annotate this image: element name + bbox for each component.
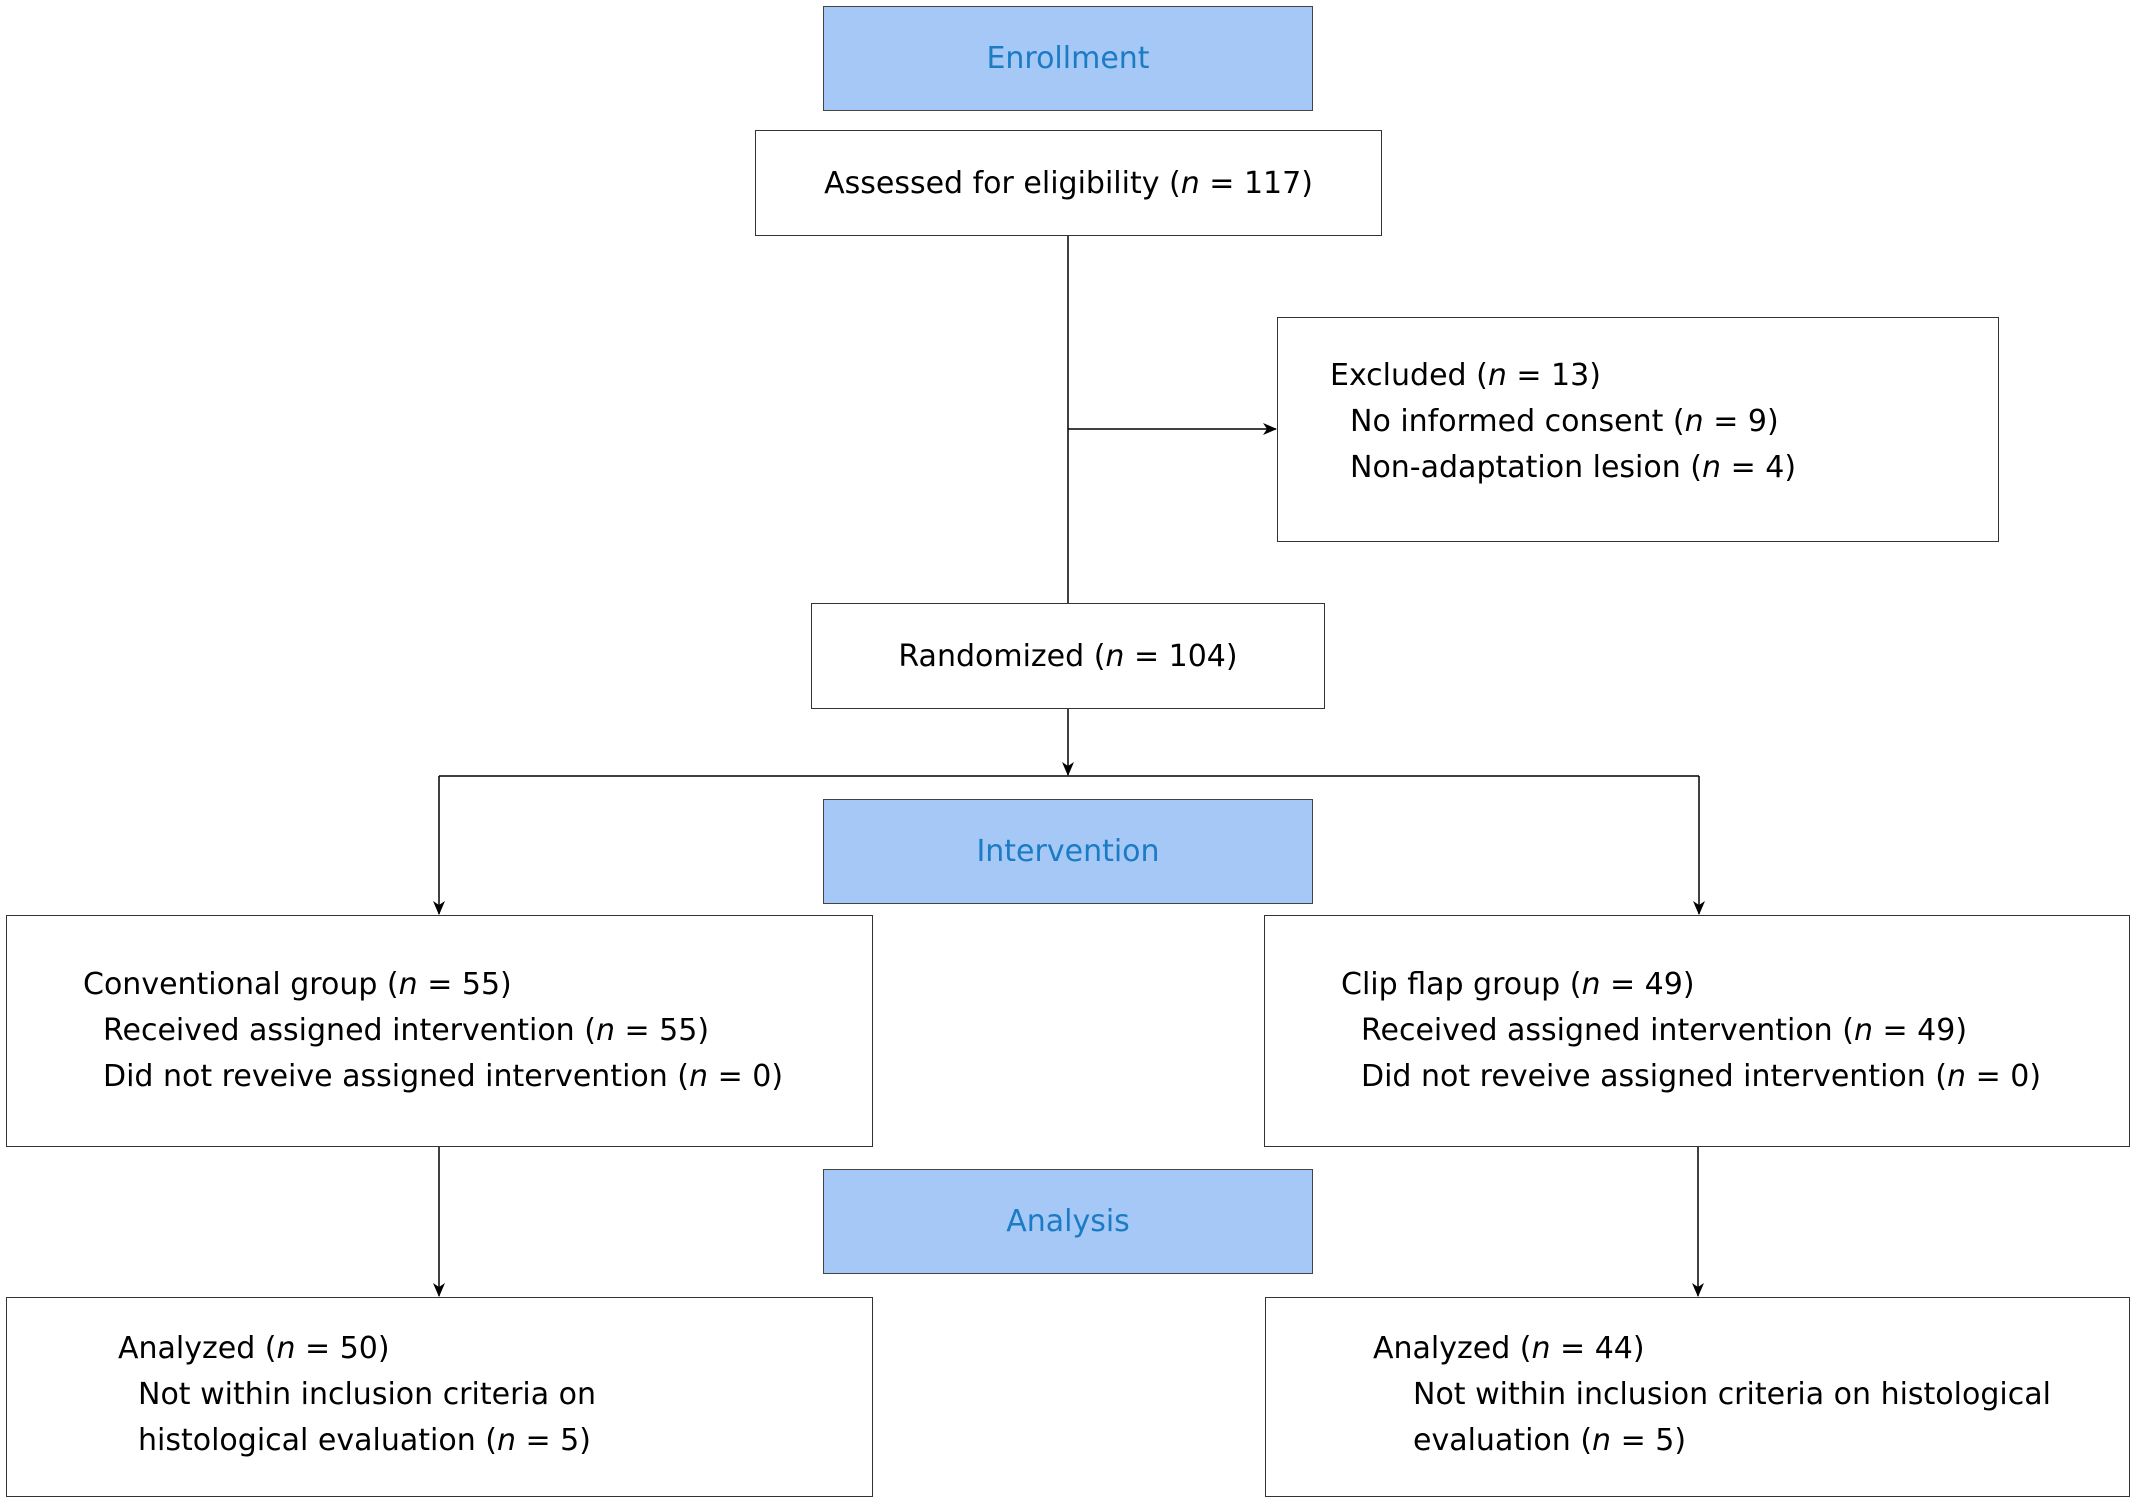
n-symbol: n — [1702, 450, 1722, 485]
randomized-box: Randomized (n = 104) — [811, 603, 1325, 709]
conventional-not-received: Did not reveive assigned intervention (n… — [103, 1059, 784, 1094]
intervention-label: Intervention — [976, 834, 1160, 869]
n-symbol: n — [1180, 165, 1200, 201]
n-symbol: n — [1531, 1331, 1551, 1366]
analyzed-conventional-excluded: Not within inclusion criteria on histolo… — [138, 1377, 597, 1458]
excluded-reason-consent: No informed consent (n = 9) — [1350, 404, 1779, 439]
n-symbol: n — [276, 1331, 296, 1366]
n-symbol: n — [398, 967, 418, 1002]
clip-flap-group-title: Clip flap group (n = 49) — [1341, 967, 1695, 1002]
n-symbol: n — [1592, 1423, 1612, 1458]
excluded-title: Excluded (n = 13) — [1330, 358, 1601, 393]
enrollment-label: Enrollment — [986, 41, 1150, 76]
analysis-stage: Analysis — [823, 1169, 1313, 1274]
assessed-box: Assessed for eligibility (n = 117) — [755, 130, 1382, 236]
n-symbol: n — [1684, 404, 1704, 439]
analyzed-conventional-title: Analyzed (n = 50) — [118, 1331, 390, 1366]
conventional-received: Received assigned intervention (n = 55) — [103, 1013, 710, 1048]
n-symbol: n — [1581, 967, 1601, 1002]
n-symbol: n — [689, 1059, 709, 1094]
analyzed-clip-flap-excluded: Not within inclusion criteria on histolo… — [1413, 1377, 2051, 1458]
conventional-group-title: Conventional group (n = 55) — [83, 967, 512, 1002]
n-symbol: n — [1853, 1013, 1873, 1048]
analysis-label: Analysis — [1006, 1204, 1130, 1239]
n-symbol: n — [1947, 1059, 1967, 1094]
clip-flap-not-received: Did not reveive assigned intervention (n… — [1361, 1059, 2042, 1094]
excluded-reason-lesion: Non-adaptation lesion (n = 4) — [1350, 450, 1797, 485]
n-symbol: n — [595, 1013, 615, 1048]
clip-flap-group-box: Clip flap group (n = 49) Received assign… — [1264, 915, 2130, 1147]
intervention-stage: Intervention — [823, 799, 1313, 904]
conventional-group-box: Conventional group (n = 55) Received ass… — [6, 915, 873, 1147]
excluded-box: Excluded (n = 13) No informed consent (n… — [1277, 317, 1999, 542]
clip-flap-received: Received assigned intervention (n = 49) — [1361, 1013, 1968, 1048]
analyzed-clip-flap-box: Analyzed (n = 44) Not within inclusion c… — [1265, 1297, 2130, 1497]
n-symbol: n — [496, 1423, 516, 1458]
randomized-text: Randomized (n = 104) — [898, 638, 1238, 674]
enrollment-stage: Enrollment — [823, 6, 1313, 111]
n-symbol: n — [1105, 638, 1125, 674]
n-symbol: n — [1487, 358, 1507, 393]
analyzed-clip-flap-title: Analyzed (n = 44) — [1373, 1331, 1645, 1366]
assessed-text: Assessed for eligibility (n = 117) — [824, 165, 1313, 201]
analyzed-conventional-box: Analyzed (n = 50) Not within inclusion c… — [6, 1297, 873, 1497]
